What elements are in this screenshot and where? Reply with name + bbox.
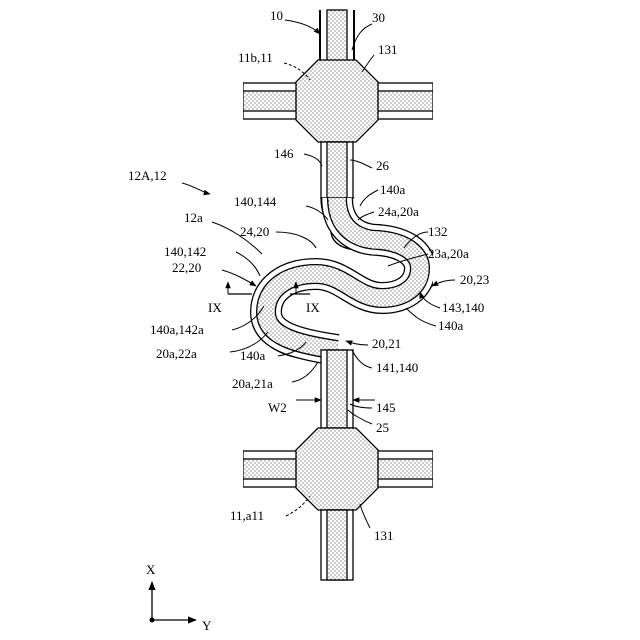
bottom-node-pad (296, 428, 378, 510)
label-143-140: 143,140 (442, 300, 484, 315)
axis-label-y: Y (202, 618, 212, 633)
top-node-pad (296, 60, 378, 142)
label-20-21: 20,21 (372, 336, 401, 351)
label-10: 10 (270, 8, 283, 23)
label-141-140: 141,140 (376, 360, 418, 375)
label-11b: 11b,11 (238, 50, 273, 65)
label-131-top: 131 (378, 42, 398, 57)
label-30: 30 (372, 10, 385, 25)
label-w2: W2 (268, 400, 287, 415)
label-12a: 12a (184, 210, 203, 225)
axis-label-x: X (146, 562, 156, 577)
axis-indicator (150, 582, 197, 623)
label-12A: 12A,12 (128, 168, 167, 183)
label-24-20: 24,20 (240, 224, 269, 239)
label-140-144: 140,144 (234, 194, 277, 209)
label-140a-1: 140a (380, 182, 406, 197)
label-25: 25 (376, 420, 389, 435)
label-22-20: 22,20 (172, 260, 201, 275)
label-140a-142a: 140a,142a (150, 322, 204, 337)
lower-connecting-wire (321, 350, 353, 428)
label-140a-3: 140a (240, 348, 266, 363)
label-20-23: 20,23 (460, 272, 489, 287)
upper-connecting-wire (321, 142, 353, 198)
label-140-142: 140,142 (164, 244, 206, 259)
label-132: 132 (428, 224, 448, 239)
label-146: 146 (274, 146, 294, 161)
label-24a-20a: 24a,20a (378, 204, 419, 219)
label-26: 26 (376, 158, 390, 173)
label-140a-2: 140a (438, 318, 464, 333)
label-11-a11: 11,a11 (230, 508, 264, 523)
meander-section (252, 198, 430, 360)
label-20a-22a: 20a,22a (156, 346, 197, 361)
bottom-lower-wire (321, 510, 353, 580)
label-ix-left: IX (208, 300, 222, 315)
label-145: 145 (376, 400, 396, 415)
label-23a-20a: 23a,20a (428, 246, 469, 261)
label-131-bottom: 131 (374, 528, 394, 543)
label-ix-right: IX (306, 300, 320, 315)
label-20a-21a: 20a,21a (232, 376, 273, 391)
wiring-structure (243, 10, 433, 580)
